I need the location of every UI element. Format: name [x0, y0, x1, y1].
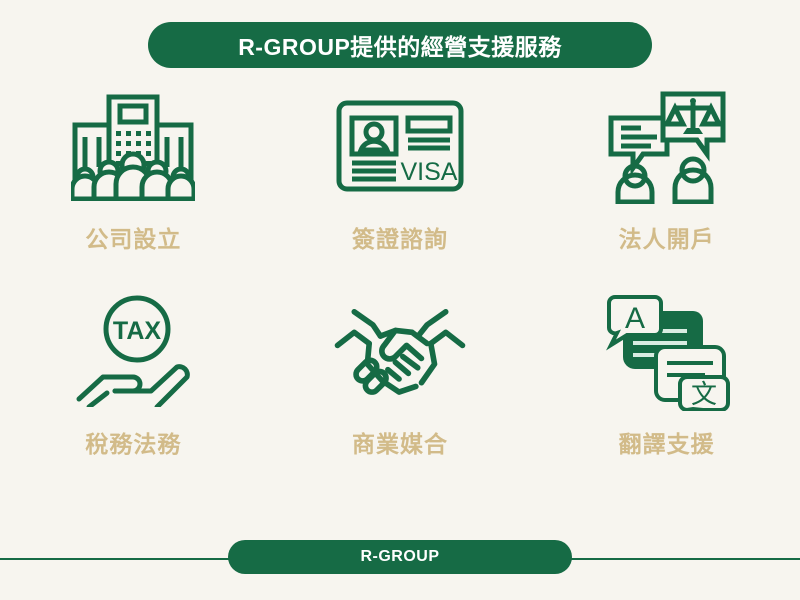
company-building-people-icon — [63, 86, 203, 206]
footer-brand-badge: R-GROUP — [228, 540, 572, 574]
service-label: 商業媒合 — [351, 431, 448, 457]
service-item-visa-consulting[interactable]: VISA 簽證諮詢 — [267, 80, 534, 285]
visa-label: VISA — [400, 158, 457, 186]
page-title: R-GROUP提供的經營支援服務 — [238, 34, 562, 60]
page-title-banner: R-GROUP提供的經營支援服務 — [148, 22, 652, 68]
service-item-tax-legal[interactable]: TAX 稅務法務 — [0, 285, 267, 490]
visa-card-icon: VISA — [330, 86, 470, 206]
translate-cjk-label: 文 — [691, 379, 717, 409]
service-label: 翻譯支援 — [618, 431, 715, 457]
service-item-corporate-account[interactable]: 法人開戶 — [533, 80, 800, 285]
service-label: 稅務法務 — [85, 431, 182, 457]
translation-bubbles-icon: A 文 — [597, 291, 737, 411]
service-label: 簽證諮詢 — [351, 226, 448, 252]
tax-label: TAX — [113, 317, 161, 345]
hand-holding-tax-icon: TAX — [63, 291, 203, 411]
service-item-translation-support[interactable]: A 文 翻譯支援 — [533, 285, 800, 490]
translate-latin-label: A — [625, 302, 645, 335]
service-item-company-setup[interactable]: 公司設立 — [0, 80, 267, 285]
footer-brand-label: R-GROUP — [360, 548, 440, 565]
service-item-business-matching[interactable]: 商業媒合 — [267, 285, 534, 490]
services-grid: 公司設立 VISA 簽證諮詢 — [0, 80, 800, 490]
service-label: 法人開戶 — [618, 226, 715, 252]
legal-consultation-scales-icon — [597, 86, 737, 206]
service-label: 公司設立 — [85, 226, 182, 252]
handshake-icon — [330, 291, 470, 411]
